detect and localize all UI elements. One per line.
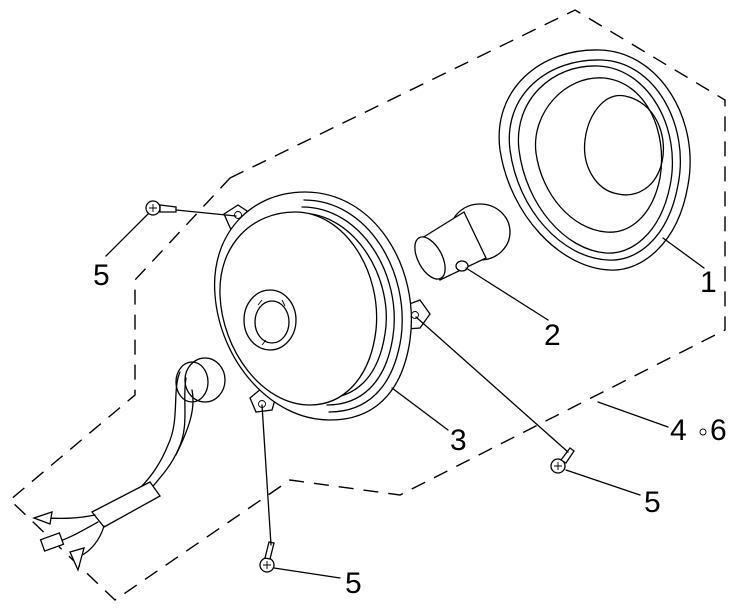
callout-2: 2 (544, 319, 561, 352)
callout-1: 1 (700, 266, 717, 299)
assembly-line-screw-right (415, 316, 569, 453)
callout-5-top: 5 (93, 259, 110, 292)
leader-line-5-top (105, 213, 149, 257)
leader-line-3 (391, 387, 449, 431)
assembly-boundary (8, 9, 726, 601)
leader-line-2 (465, 267, 549, 321)
callout-4-6-separator (699, 428, 707, 436)
assembly-line-screw-top (175, 209, 237, 217)
callout-4: 4 (670, 414, 687, 447)
leader-line-5-right (565, 469, 641, 496)
screw-top-left (145, 200, 177, 216)
leader-line-4-6 (597, 401, 669, 428)
screw-bottom (259, 541, 275, 573)
wiring-harness (32, 357, 226, 572)
bulb (414, 203, 511, 281)
leader-line-1 (662, 237, 705, 269)
assembly-line-screw-bottom (261, 404, 272, 546)
headlight-lens (498, 49, 691, 271)
callout-5-bottom: 5 (345, 567, 362, 600)
leader-line-5-bottom (273, 567, 341, 579)
headlight-housing (213, 191, 431, 421)
callout-3: 3 (450, 424, 467, 457)
callout-6: 6 (710, 414, 727, 447)
screw-right (550, 447, 575, 474)
callout-5-right: 5 (644, 486, 661, 519)
